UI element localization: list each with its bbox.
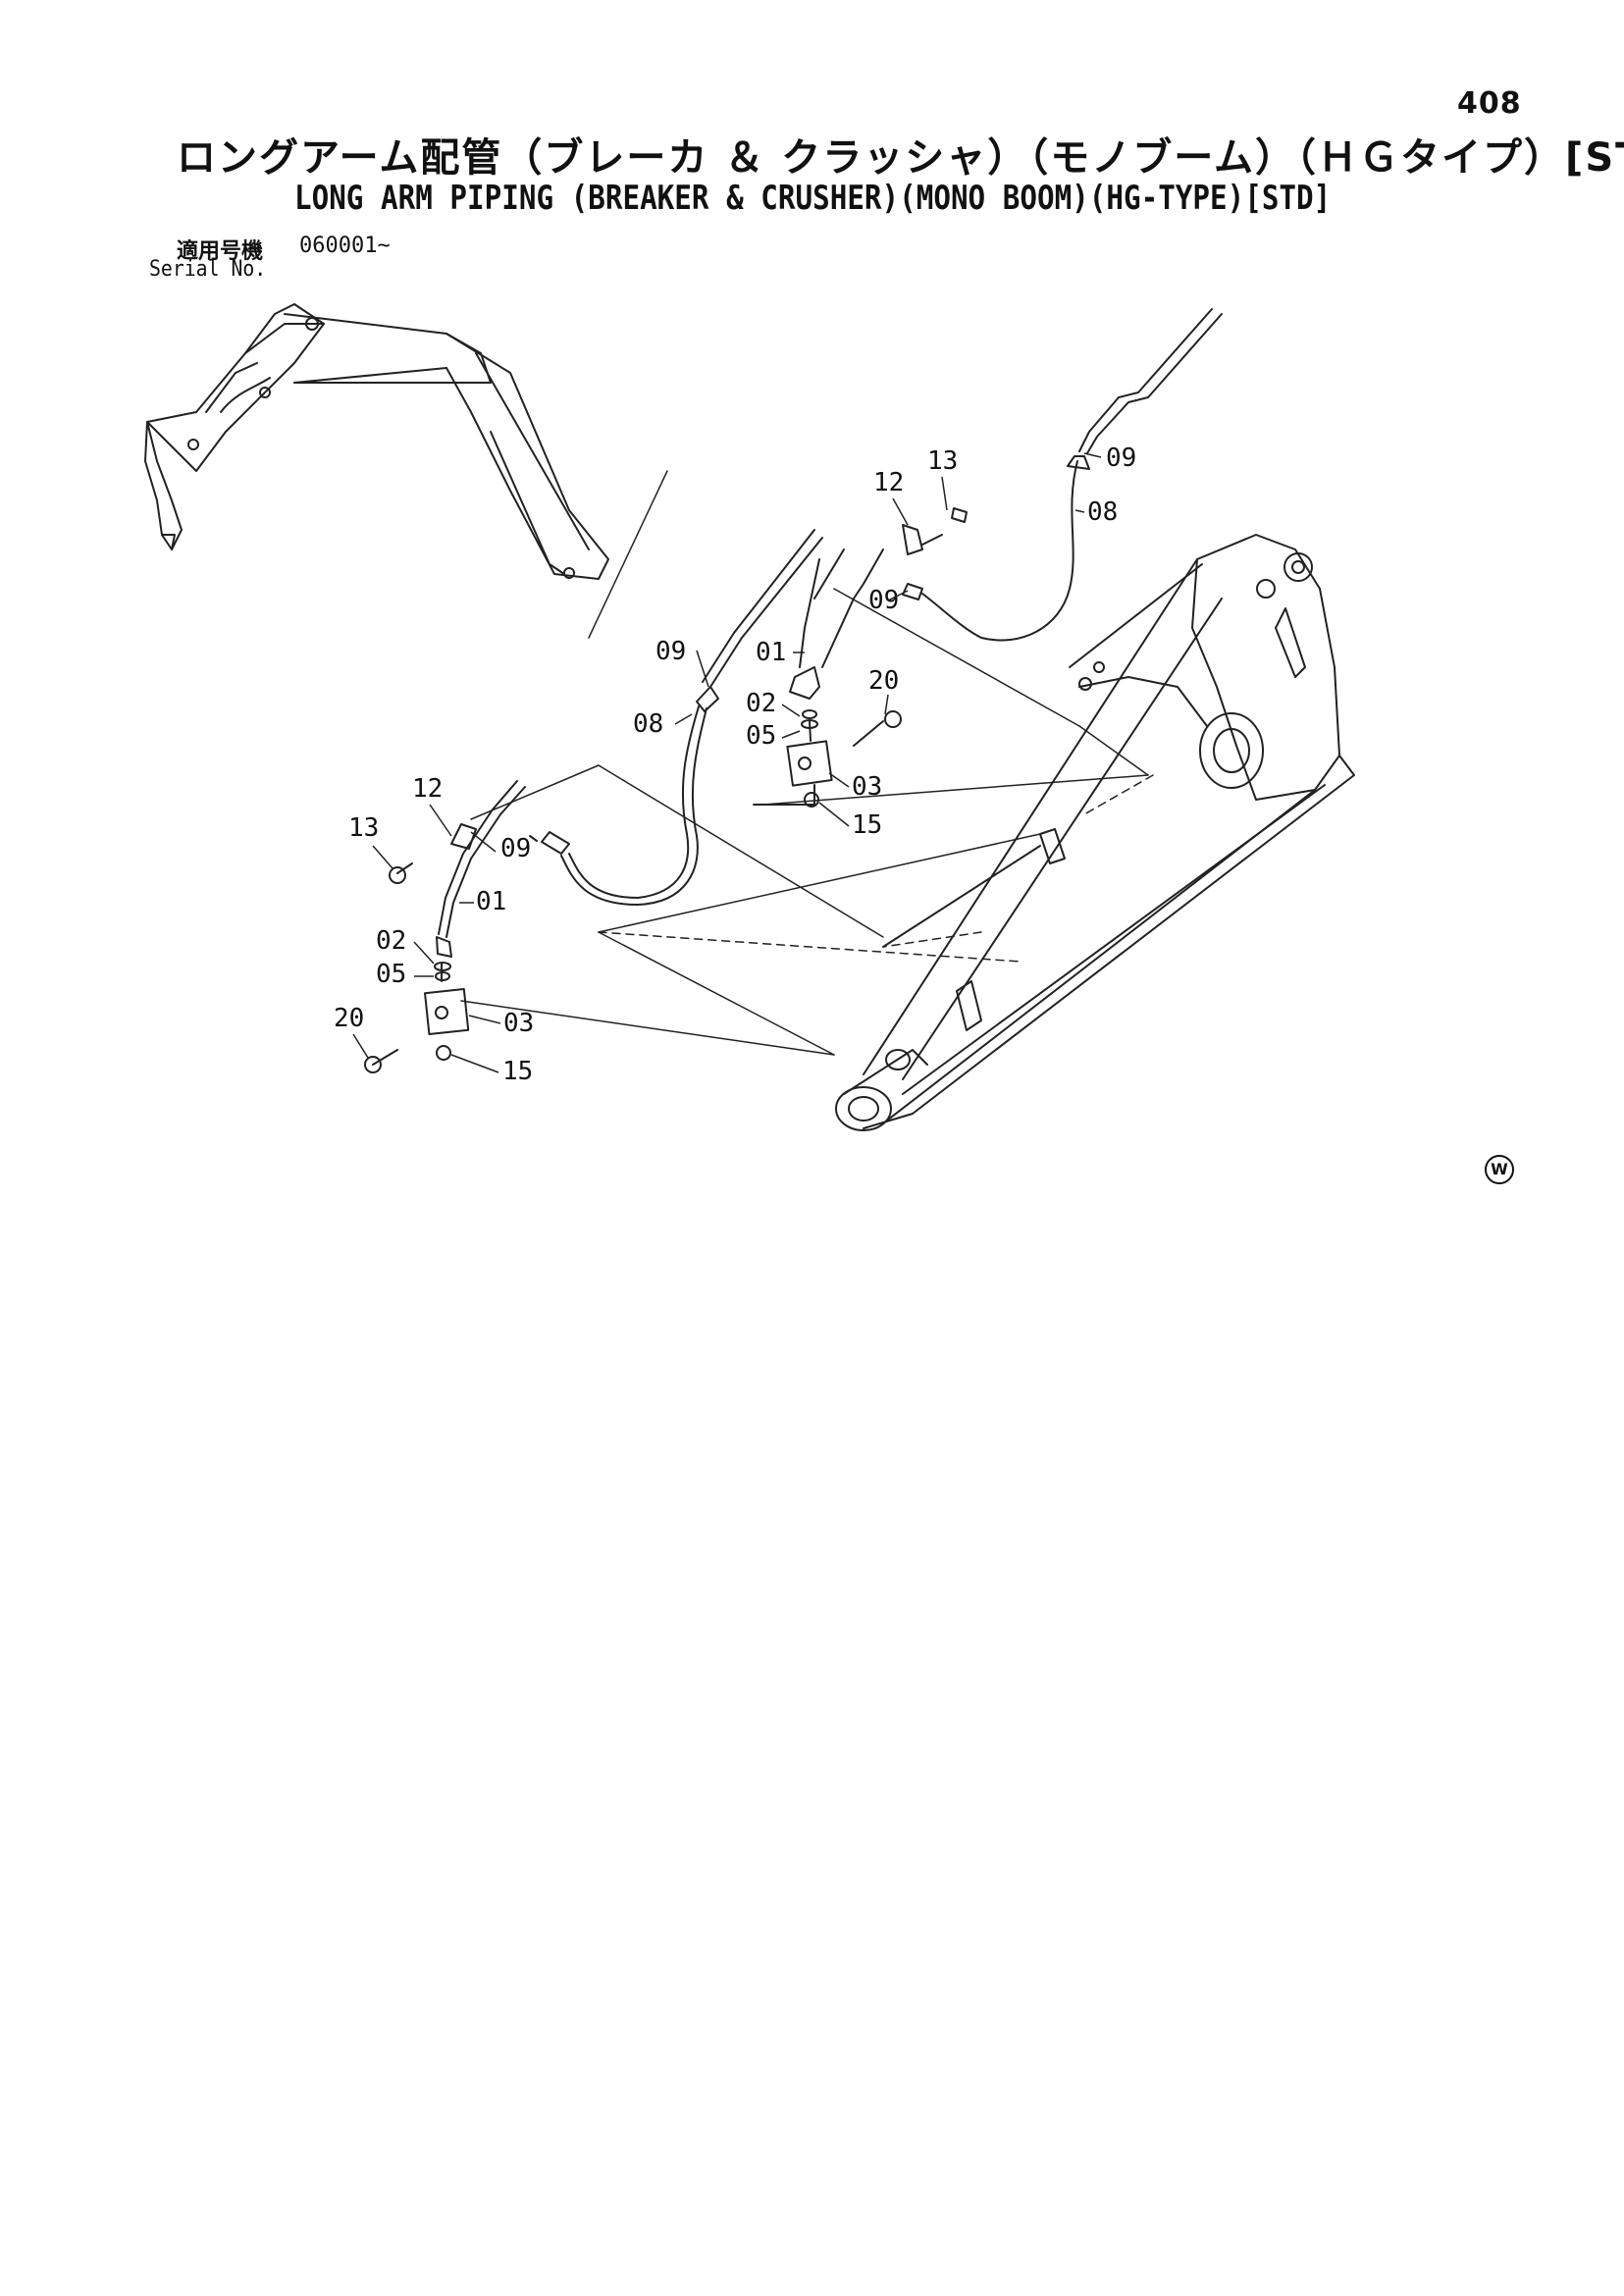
lower-piping-assembly	[364, 780, 526, 1073]
callout-15: 15	[502, 1057, 533, 1086]
callout-09: 09	[1106, 444, 1136, 473]
callout-09: 09	[500, 834, 531, 863]
callout-13: 13	[927, 446, 958, 476]
callout-05: 05	[376, 960, 406, 989]
callout-03: 03	[503, 1009, 534, 1038]
arm-body-illustration	[835, 534, 1355, 1131]
callout-09: 09	[655, 637, 686, 666]
watermark-symbol: W	[1485, 1155, 1514, 1184]
callout-01: 01	[476, 887, 506, 916]
callout-02: 02	[376, 926, 406, 956]
callout-09: 09	[868, 586, 899, 615]
callout-08: 08	[633, 709, 663, 739]
serial-label-english: Serial No.	[149, 257, 267, 282]
callout-03: 03	[852, 772, 882, 802]
page-number: 408	[1457, 86, 1522, 121]
serial-label-japanese: 適用号機	[177, 239, 264, 264]
serial-number-value: 060001~	[299, 234, 391, 258]
upper-piping-assembly	[529, 308, 1223, 906]
reference-lines	[460, 470, 1154, 1056]
callout-08: 08	[1087, 497, 1118, 527]
callout-20: 20	[868, 666, 899, 696]
callout-02: 02	[746, 689, 776, 718]
callouts-lower: 12 13 09 01 02 05 20 03 15	[334, 774, 534, 1086]
page-title-japanese: ロングアーム配管（ブレーカ ＆ クラッシャ）（モノブーム）（ＨＧタイプ）[STD…	[177, 135, 1624, 181]
callout-05: 05	[746, 721, 776, 751]
callout-01: 01	[756, 638, 786, 667]
callout-13: 13	[348, 813, 379, 843]
callout-leaders	[352, 452, 1102, 1073]
callout-12: 12	[873, 468, 904, 497]
callout-12: 12	[412, 774, 443, 804]
callout-20: 20	[334, 1004, 364, 1033]
page-title-english: LONG ARM PIPING (BREAKER & CRUSHER)(MONO…	[294, 179, 1332, 218]
callouts-upper: 13 12 09 08 09 09 01 20 02 05 08 03 15	[633, 444, 1136, 840]
callout-15: 15	[852, 810, 882, 840]
inset-excavator-arm-illustration	[144, 303, 609, 580]
